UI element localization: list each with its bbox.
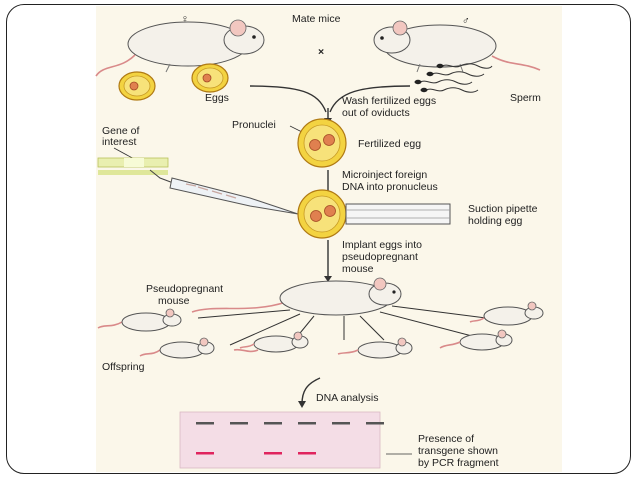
male-mouse-icon: [373, 20, 541, 73]
offspring-arrows: [197, 305, 487, 346]
suction-label-line1: Suction pipette: [468, 203, 538, 215]
offspring-mouse-2: [139, 337, 259, 359]
wash-label-line1: Wash fertilized eggs: [342, 95, 436, 107]
fertilized-egg-label: Fertilized egg: [358, 138, 421, 150]
wash-label-line2: out of oviducts: [342, 107, 410, 119]
pronuclei-label: Pronuclei: [232, 119, 276, 131]
gene-label-line1: Gene of: [102, 125, 139, 137]
dna-analysis-label: DNA analysis: [316, 392, 378, 404]
suction-label-line2: holding egg: [468, 215, 522, 227]
implant-label-line3: mouse: [342, 263, 374, 275]
microinject-label-line1: Microinject foreign: [342, 169, 427, 181]
offspring-mouse-4: [337, 337, 413, 359]
offspring-mouse-3: [239, 331, 309, 353]
gel-bands: [196, 422, 384, 455]
injection-needle-icon: [149, 169, 299, 215]
mate-mice-label: Mate mice: [292, 13, 341, 25]
sperm-icon: [414, 63, 493, 93]
pseudopregnant-label-line1: Pseudopregnant: [146, 283, 223, 295]
presence-label-line3: by PCR fragment: [418, 457, 499, 469]
gene-label-line2: interest: [102, 136, 137, 148]
sperm-label: Sperm: [510, 92, 541, 104]
pcr-band: [298, 452, 316, 455]
suction-pipette-icon: [345, 203, 451, 225]
figure-panel: [96, 6, 562, 472]
control-band: [332, 422, 350, 425]
control-band: [298, 422, 316, 425]
eggs-label: Eggs: [205, 92, 229, 104]
cross-symbol: ×: [318, 46, 324, 58]
injected-egg-icon: [297, 189, 347, 239]
offspring-mouse-1: [97, 308, 182, 332]
control-band: [264, 422, 282, 425]
offspring-mouse-6: [469, 301, 544, 326]
sperm-arrow: [329, 85, 411, 113]
dna-strand-icon: [97, 157, 169, 175]
eggs-group: [118, 63, 229, 101]
dna-analysis-arrowhead: [298, 401, 306, 408]
eggs-arrow: [249, 85, 327, 113]
control-band: [230, 422, 248, 425]
pcr-band: [196, 452, 214, 455]
control-band: [366, 422, 384, 425]
offspring-mouse-5: [439, 329, 513, 351]
female-symbol: ♀: [181, 13, 189, 25]
offspring-label: Offspring: [102, 361, 145, 373]
pcr-band: [264, 452, 282, 455]
slide-frame: [6, 4, 631, 474]
down-arrowhead-3: [324, 276, 332, 282]
microinject-label-line2: DNA into pronucleus: [342, 181, 438, 193]
gel-panel: [179, 411, 381, 469]
pseudopregnant-mouse-icon: [191, 277, 402, 316]
implant-label-line1: Implant eggs into: [342, 239, 422, 251]
control-band: [196, 422, 214, 425]
fertilized-egg-icon: [297, 118, 347, 168]
female-mouse-icon: [95, 19, 265, 77]
presence-label-line1: Presence of: [418, 433, 474, 445]
pseudopregnant-label-line2: mouse: [158, 295, 190, 307]
implant-label-line2: pseudopregnant: [342, 251, 418, 263]
presence-label-line2: transgene shown: [418, 445, 498, 457]
male-symbol: ♂: [462, 15, 470, 27]
